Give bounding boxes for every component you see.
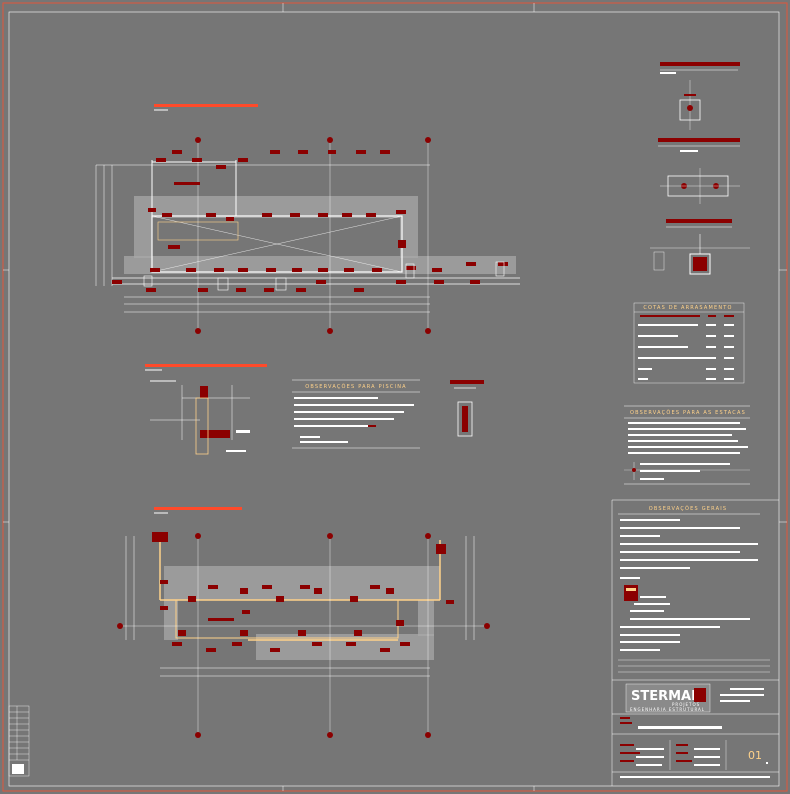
plan-bottom [117,507,490,738]
sheet-number: 01 [748,749,762,762]
plan-top [95,104,520,334]
obs-estacas-block: OBSERVAÇÕES PARA AS ESTACAS [624,405,750,485]
obs-piscina-title: OBSERVAÇÕES PARA PISCINA [305,383,407,390]
beam-tags [112,150,508,292]
company-name: STERMAN [631,689,702,704]
title-block: OBSERVAÇÕES GERAIS STERMAN PROJETOS ENGE… [611,499,779,786]
obs-gerais-title: OBSERVAÇÕES GERAIS [649,505,728,512]
cotas-table: COTAS DE ARRASAMENTO [633,302,745,384]
cube-icon [12,764,24,774]
obs-estacas-title: OBSERVAÇÕES PARA AS ESTACAS [630,409,746,416]
hatch-area [134,196,418,218]
company-tagline: ENGENHARIA ESTRUTURAL [630,707,705,712]
pile-caps [143,261,505,291]
obs-piscina-block: OBSERVAÇÕES PARA PISCINA [292,379,484,449]
detail-section [145,364,267,455]
revision-table [8,705,30,777]
axis-bubble [195,137,201,143]
right-details [650,62,750,275]
company-suffix: PROJETOS [672,702,700,707]
inner-frame [8,11,780,787]
cotas-title: COTAS DE ARRASAMENTO [643,305,732,311]
plan-title-bar [154,104,258,107]
